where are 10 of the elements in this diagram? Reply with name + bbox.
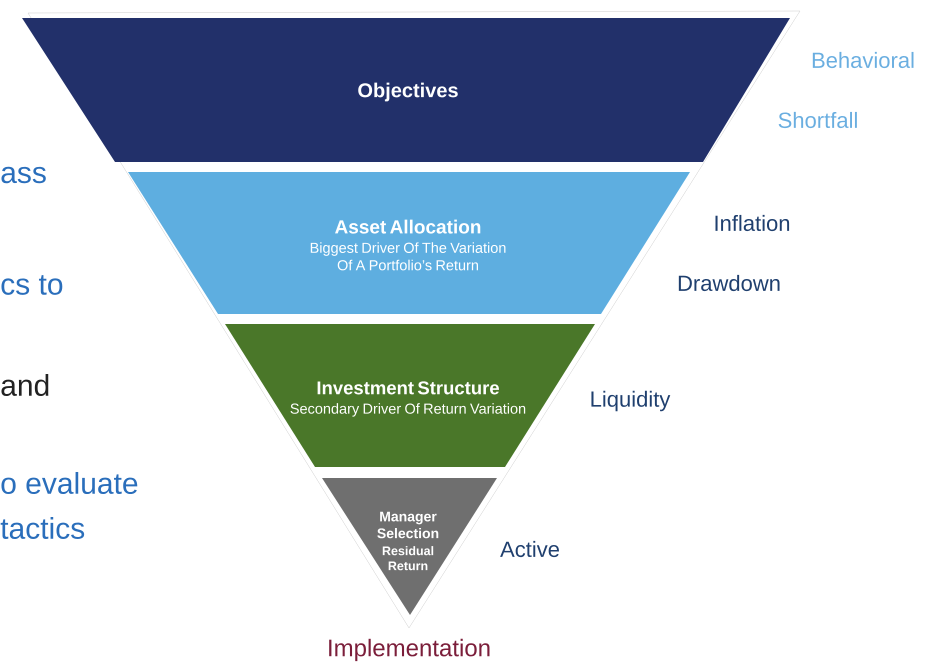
footer-label: Implementation [329, 638, 490, 662]
cropped-text: and [1, 374, 48, 396]
cropped-text: tactics [0, 516, 84, 540]
funnel-triangle: Manager Selection Residual Return [322, 478, 497, 615]
cropped-text: ass [1, 166, 46, 184]
cropped-text: cs to [1, 275, 62, 295]
side-label: Behavioral [812, 52, 914, 68]
cropped-text: o evaluate [1, 472, 138, 494]
side-label: Active [500, 540, 559, 558]
side-label: Inflation [716, 214, 790, 232]
